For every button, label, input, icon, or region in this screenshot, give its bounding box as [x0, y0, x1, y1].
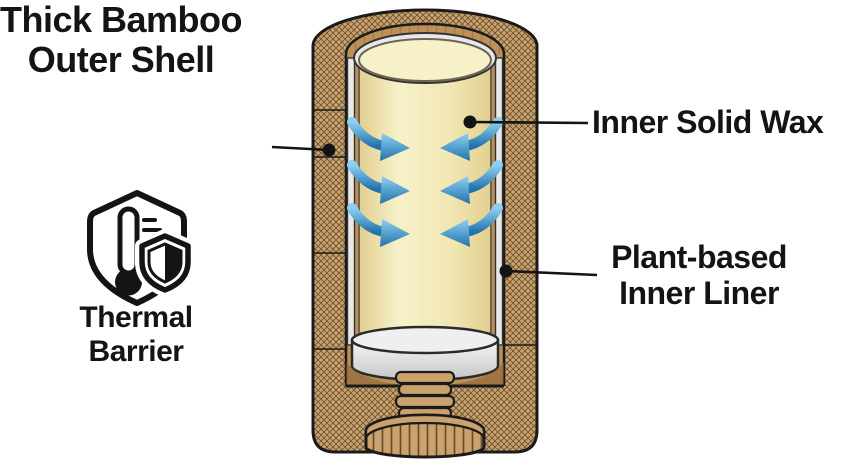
label-thermal-barrier: Thermal Barrier — [26, 301, 246, 368]
arrow-right-3 — [440, 203, 503, 247]
leader-lines — [271, 115, 598, 278]
convection-arrows — [347, 117, 503, 247]
elevator-platform — [350, 325, 500, 382]
small-shield-glyph — [135, 229, 195, 297]
label-inner-solid-wax: Inner Solid Wax — [592, 104, 824, 140]
thermometer-glyph — [115, 206, 162, 296]
shell-seam-lines — [313, 109, 537, 350]
leader-line-outer-shell — [271, 143, 336, 157]
shield-thermometer-icon — [87, 190, 195, 306]
arrow-left-2 — [347, 160, 410, 204]
label-thermal-line2: Barrier — [88, 334, 184, 368]
label-thermal-line1: Thermal — [79, 301, 193, 334]
arrow-right-1 — [440, 117, 503, 161]
wax-top-surface — [358, 38, 492, 82]
label-liner-line2: Inner Liner — [619, 274, 779, 311]
label-plant-based-inner-liner: Plant-based Inner Liner — [566, 239, 832, 312]
heat-tick-lines — [142, 218, 162, 232]
arrow-left-1 — [347, 117, 410, 161]
arrow-right-2 — [440, 160, 503, 204]
label-outer-shell-line2: Outer Shell — [27, 38, 215, 80]
leader-line-inner-wax — [463, 115, 589, 129]
label-outer-shell: Thick Bamboo Outer Shell — [0, 0, 243, 80]
arrow-left-3 — [347, 203, 410, 247]
twist-knob — [364, 413, 486, 459]
label-liner-line1: Plant-based — [611, 239, 787, 275]
leader-line-inner-liner — [499, 264, 598, 278]
label-outer-shell-line1: Thick Bamboo — [0, 0, 243, 40]
thermal-barrier-badge — [84, 189, 202, 313]
